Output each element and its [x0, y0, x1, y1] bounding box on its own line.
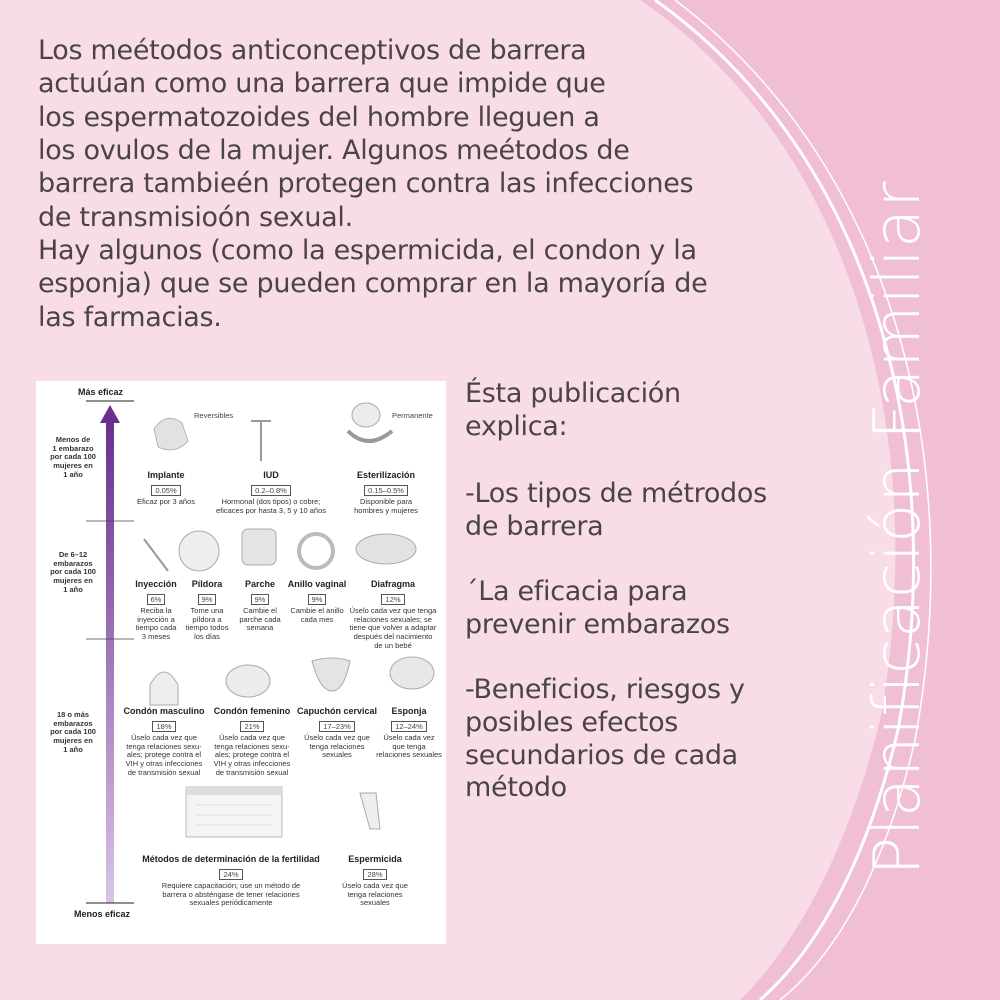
- summary-item-efficacy: ´La eficacia para prevenir embarazos: [465, 575, 730, 640]
- method-name: Diafragma: [370, 579, 415, 589]
- method-desc: Requiere capacitación; use un método de …: [161, 881, 301, 908]
- header-reversible: Reversibles: [194, 411, 234, 420]
- method-desc: Reciba la inyección a tiempo cada 3 mese…: [135, 606, 177, 641]
- method-pct: 9%: [307, 594, 327, 605]
- method-pct: 0.15–0.5%: [364, 485, 408, 496]
- method-name: Píldora: [191, 579, 223, 589]
- effectiveness-arrow: [86, 400, 435, 904]
- group-label-3: 18 o más embarazos por cada 100 mujeres …: [50, 710, 96, 754]
- method-desc: Cambie el anillo cada mes: [290, 606, 344, 624]
- method-name: Implante: [147, 470, 185, 480]
- method-desc: Úselo cada vez que tenga relaciones sexu…: [125, 733, 203, 777]
- method-name: Métodos de determinación de la fertilida…: [142, 854, 320, 864]
- group-label-2: De 6–12 embarazos por cada 100 mujeres e…: [50, 550, 96, 594]
- method-desc: Úselo cada vez que tenga relaciones sexu…: [213, 733, 291, 777]
- method-inyeccion: Inyección 6% Reciba la inyección a tiemp…: [124, 579, 188, 642]
- method-name: Anillo vaginal: [287, 579, 347, 589]
- method-desc: Cambie el parche cada semana: [239, 606, 281, 633]
- header-permanent: Permanente: [392, 411, 433, 420]
- method-implante: Implante 0.05% Eficaz por 3 años: [126, 470, 206, 507]
- method-pct: 9%: [250, 594, 270, 605]
- effectiveness-figure: Más eficaz Menos eficaz Reversibles Perm…: [36, 381, 446, 944]
- summary-item-types: -Los tipos de métrodos de barrera: [465, 477, 767, 542]
- method-pct: 6%: [146, 594, 166, 605]
- method-esponja: Esponja 12–24% Úselo cada vez que tenga …: [374, 706, 444, 760]
- method-name: Condón femenino: [213, 706, 291, 716]
- method-name: Condón masculino: [123, 706, 205, 716]
- method-name: Parche: [244, 579, 276, 589]
- method-desc: Disponible para hombres y mujeres: [354, 497, 418, 515]
- group-label-1: Menos de 1 embarazo por cada 100 mujeres…: [50, 435, 96, 479]
- axis-bottom-label: Menos eficaz: [74, 909, 131, 919]
- side-title: Planificación Familiar: [861, 180, 935, 876]
- method-parche: Parche 9% Cambie el parche cada semana: [232, 579, 288, 633]
- intro-paragraph-1: Los meétodos anticonceptivos de barrera …: [38, 35, 694, 233]
- method-desc: Úselo cada vez que tenga relaciones sexu…: [342, 881, 408, 908]
- method-espermicida: Espermicida 28% Úselo cada vez que tenga…: [326, 854, 424, 908]
- method-desc: Tome una píldora a tiempo todos los días: [185, 606, 229, 641]
- method-esterilizacion: Esterilización 0.15–0.5% Disponible para…: [331, 470, 441, 515]
- method-fertilidad: Métodos de determinación de la fertilida…: [128, 854, 334, 908]
- summary-item-benefits: -Beneficios, riesgos y posibles efectos …: [465, 673, 745, 804]
- method-pct: 21%: [240, 721, 264, 732]
- method-condon-femenino: Condón femenino 21% Úselo cada vez que t…: [206, 706, 298, 777]
- method-desc: Eficaz por 3 años: [137, 497, 195, 506]
- method-pct: 0.05%: [151, 485, 181, 496]
- method-pct: 28%: [363, 869, 387, 880]
- method-desc: Úselo cada vez que tenga relaciones sexu…: [349, 606, 437, 650]
- publication-summary: Ésta publicación explica: -Los tipos de …: [465, 378, 805, 837]
- method-name: Capuchón cervical: [296, 706, 378, 716]
- method-pct: 12%: [381, 594, 405, 605]
- method-capuchon-cervical: Capuchón cervical 17–23% Úselo cada vez …: [292, 706, 382, 760]
- method-desc: Hormonal (dos tipos) o cobre; eficaces p…: [215, 497, 327, 515]
- method-pct: 24%: [219, 869, 243, 880]
- method-iud: IUD 0.2–0.8% Hormonal (dos tipos) o cobr…: [206, 470, 336, 515]
- summary-intro: Ésta publicación explica:: [465, 378, 681, 442]
- method-desc: Úselo cada vez que tenga relaciones sexu…: [376, 733, 442, 760]
- intro-text: Los meétodos anticonceptivos de barrera …: [38, 34, 758, 334]
- method-desc: Úselo cada vez que tenga relaciones sexu…: [304, 733, 370, 760]
- axis-top-label: Más eficaz: [78, 387, 124, 397]
- method-name: Inyección: [135, 579, 177, 589]
- method-name: Esponja: [391, 706, 427, 716]
- method-name: IUD: [263, 470, 279, 480]
- method-diafragma: Diafragma 12% Úselo cada vez que tenga r…: [344, 579, 442, 650]
- method-name: Espermicida: [348, 854, 402, 864]
- method-condon-masculino: Condón masculino 18% Úselo cada vez que …: [118, 706, 210, 777]
- method-name: Esterilización: [356, 470, 416, 480]
- method-anillo-vaginal: Anillo vaginal 9% Cambie el anillo cada …: [284, 579, 350, 624]
- method-pct: 17–23%: [319, 721, 355, 732]
- method-pct: 12–24%: [391, 721, 427, 732]
- intro-paragraph-2: Hay algunos (como la espermicida, el con…: [38, 235, 708, 333]
- method-pildora: Píldora 9% Tome una píldora a tiempo tod…: [177, 579, 237, 642]
- method-pct: 0.2–0.8%: [251, 485, 291, 496]
- method-pct: 18%: [152, 721, 176, 732]
- method-pct: 9%: [197, 594, 217, 605]
